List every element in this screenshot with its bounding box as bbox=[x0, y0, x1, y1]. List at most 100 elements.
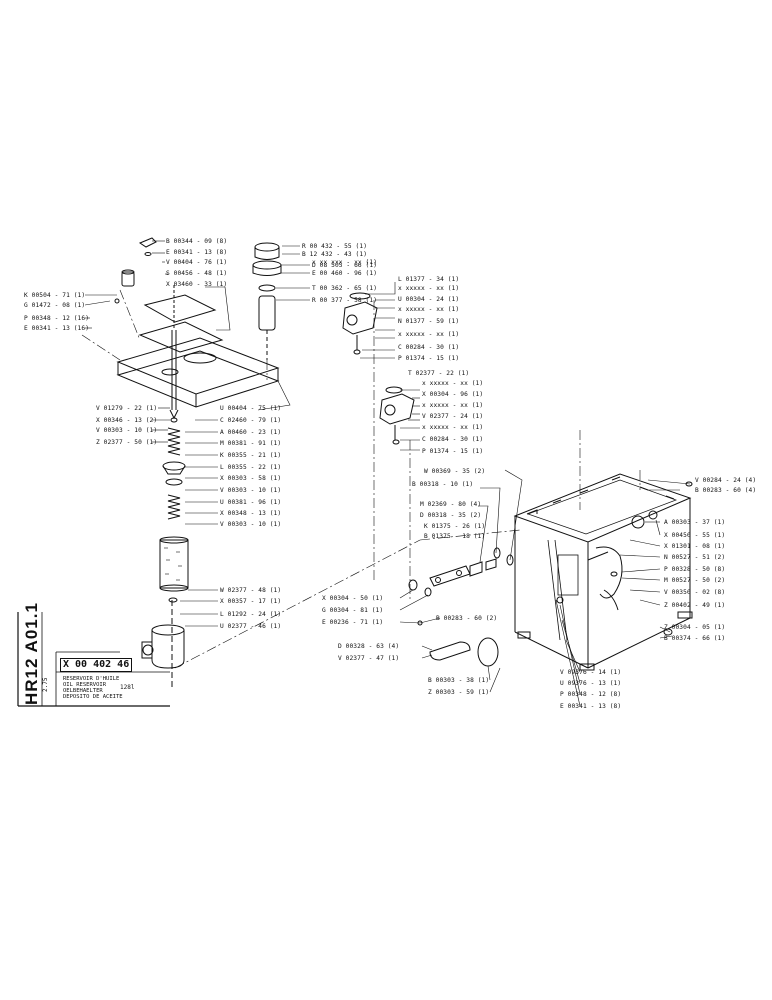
part-label: E 00236 - 71 (1) bbox=[322, 619, 384, 626]
part-label: E 00341 - 13 (8) bbox=[560, 703, 622, 710]
part-label: D 00328 - 63 (4) bbox=[338, 643, 400, 650]
part-label: P 01374 - 15 (1) bbox=[398, 355, 460, 362]
part-label: E 00341 - 13 (16) bbox=[24, 325, 90, 332]
assembly-center-lines bbox=[81, 289, 641, 669]
part-label: L 00355 - 22 (1) bbox=[220, 464, 282, 471]
part-label: V 01279 - 22 (1) bbox=[96, 405, 158, 412]
part-label: x xxxxx - xx (1) bbox=[422, 380, 484, 387]
part-label: B 00374 - 66 (1) bbox=[664, 635, 726, 642]
part-label: B 00344 - 09 (8) bbox=[166, 238, 228, 245]
breather-parts bbox=[114, 237, 157, 304]
part-label: K 01375 - 26 (1) bbox=[424, 523, 486, 530]
suction-housing bbox=[141, 597, 185, 690]
capacity-label: 128l bbox=[120, 684, 135, 691]
part-label: B 00303 - 38 (1) bbox=[428, 677, 490, 684]
part-label: U 00304 - 24 (1) bbox=[398, 296, 460, 303]
part-label: W 02377 - 48 (1) bbox=[220, 587, 282, 594]
part-label: L 01377 - 34 (1) bbox=[398, 276, 460, 283]
drawing-code: HR12 A01.1 bbox=[22, 602, 41, 705]
part-label: x xxxxx - xx (1) bbox=[398, 306, 460, 313]
part-label: X 00304 - 50 (1) bbox=[322, 595, 384, 602]
part-label: V 00303 - 10 (1) bbox=[220, 521, 282, 528]
part-label: V 00303 - 10 (1) bbox=[96, 427, 158, 434]
part-label: R 00 432 - 55 (1) bbox=[302, 243, 368, 250]
part-label: B 01375 - 18 (1) bbox=[424, 533, 486, 540]
part-label: E 00 460 - 96 (1) bbox=[312, 270, 378, 277]
part-label: X 01301 - 08 (1) bbox=[664, 543, 726, 550]
title-block-frame bbox=[17, 612, 170, 707]
part-label: V 09376 - 14 (1) bbox=[560, 669, 622, 676]
part-label: x xxxxx - xx (1) bbox=[422, 424, 484, 431]
description-fr: RESERVOIR D'HUILE bbox=[63, 676, 120, 682]
part-label: B 00283 - 60 (2) bbox=[436, 615, 498, 622]
part-label: A 00460 - 23 (1) bbox=[220, 429, 282, 436]
part-label: E 00341 - 13 (8) bbox=[166, 249, 228, 256]
part-label: K 00355 - 21 (1) bbox=[220, 452, 282, 459]
part-label: R 00 377 - 58 (1) bbox=[312, 297, 378, 304]
part-label: G 01472 - 08 (1) bbox=[24, 302, 86, 309]
part-label: x xxxxx - xx (1) bbox=[398, 285, 460, 292]
part-label: M 02369 - 80 (4) bbox=[420, 501, 482, 508]
part-label: X 00304 - 96 (1) bbox=[422, 391, 484, 398]
part-label: U 09376 - 13 (1) bbox=[560, 680, 622, 687]
part-label: B 00283 - 60 (4) bbox=[695, 487, 757, 494]
part-label: V 00284 - 24 (4) bbox=[695, 477, 757, 484]
part-label: N 01377 - 59 (1) bbox=[398, 318, 460, 325]
description-es: DEPOSITO DE ACEITE bbox=[63, 694, 123, 700]
leader-lines bbox=[84, 240, 691, 707]
part-label: Z 00304 - 05 (1) bbox=[664, 624, 726, 631]
part-label: G 00304 - 81 (1) bbox=[322, 607, 384, 614]
part-label: X 00357 - 17 (1) bbox=[220, 598, 282, 605]
part-label: C 02460 - 79 (1) bbox=[220, 417, 282, 424]
part-label: A 00303 - 37 (1) bbox=[664, 519, 726, 526]
part-label: M 00527 - 50 (2) bbox=[664, 577, 726, 584]
part-number-box: X 00 402 46 bbox=[60, 658, 133, 672]
part-label: V 02377 - 47 (1) bbox=[338, 655, 400, 662]
part-label: V 00350 - 02 (8) bbox=[664, 589, 726, 596]
part-label: L 01292 - 24 (1) bbox=[220, 611, 282, 618]
part-label: X 00303 - 58 (1) bbox=[220, 475, 282, 482]
part-label: V 02377 - 24 (1) bbox=[422, 413, 484, 420]
part-label: P 00348 - 12 (16) bbox=[24, 315, 90, 322]
part-label: V 00404 - 76 (1) bbox=[166, 259, 228, 266]
part-label: D 00318 - 35 (2) bbox=[420, 512, 482, 519]
description-de: OELBEHAELTER bbox=[63, 688, 103, 694]
part-label: X 00348 - 13 (1) bbox=[220, 510, 282, 517]
part-label: X 00346 - 13 (2) bbox=[96, 417, 158, 424]
part-label: Z 00303 - 59 (1) bbox=[428, 689, 490, 696]
part-label: Z 00402 - 49 (1) bbox=[664, 602, 726, 609]
part-label: P 01374 - 15 (1) bbox=[422, 448, 484, 455]
valve-lower bbox=[379, 386, 415, 445]
part-label: x xxxxx - xx (1) bbox=[398, 331, 460, 338]
part-label: S 00456 - 48 (1) bbox=[166, 270, 228, 277]
filler-cap-assembly bbox=[252, 242, 282, 360]
part-label: U 02377 - 46 (1) bbox=[220, 623, 282, 630]
part-label: T 00 362 - 65 (1) bbox=[312, 285, 378, 292]
part-label: Z 02377 - 50 (1) bbox=[96, 439, 158, 446]
part-label: P 00328 - 50 (8) bbox=[664, 566, 726, 573]
description-en: OIL RESERVOIR bbox=[63, 682, 107, 688]
part-label: B 12 432 - 43 (1) bbox=[302, 251, 368, 258]
part-label: W 00369 - 35 (2) bbox=[424, 468, 486, 475]
part-label: U 00404 - 75 (1) bbox=[220, 405, 282, 412]
part-label: T 02377 - 22 (1) bbox=[408, 370, 470, 377]
center-pipe bbox=[162, 285, 186, 520]
part-label: U 00381 - 96 (1) bbox=[220, 499, 282, 506]
part-label: x xx xxx - xx (1) bbox=[312, 259, 378, 266]
part-label: X 03460 - 33 (1) bbox=[166, 281, 228, 288]
oil-tank bbox=[513, 473, 693, 671]
part-label: P 00348 - 12 (8) bbox=[560, 691, 622, 698]
part-label: M 00381 - 91 (1) bbox=[220, 440, 282, 447]
cover-plate-assembly bbox=[116, 294, 280, 408]
part-label: K 00504 - 71 (1) bbox=[24, 292, 86, 299]
part-label: N 00527 - 51 (2) bbox=[664, 554, 726, 561]
valve-upper bbox=[342, 292, 378, 355]
part-label: X 00450 - 55 (1) bbox=[664, 532, 726, 539]
part-label: V 00303 - 10 (1) bbox=[220, 487, 282, 494]
part-label: B 00318 - 10 (1) bbox=[412, 481, 474, 488]
part-label: C 00284 - 30 (1) bbox=[398, 344, 460, 351]
part-label: D 08 505 - 66 (1) bbox=[312, 262, 378, 269]
side-fittings bbox=[408, 547, 514, 667]
suction-filter-element bbox=[159, 536, 189, 592]
